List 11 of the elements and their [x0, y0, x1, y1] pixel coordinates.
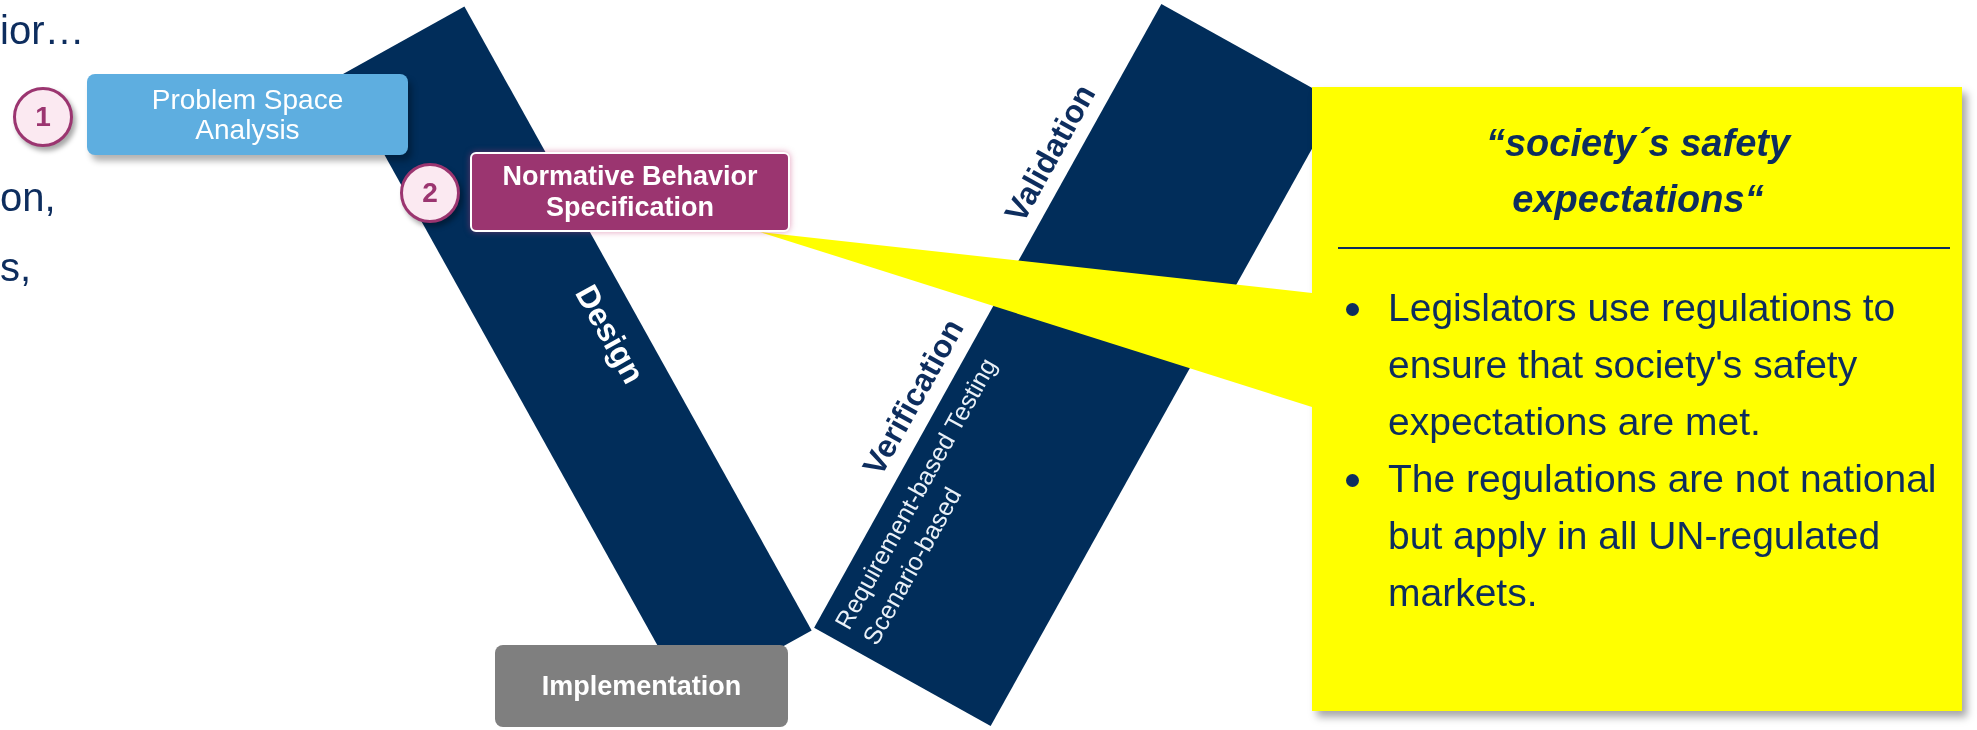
text-fragment: s,: [0, 245, 32, 290]
bullet-item: The regulations are not national but apply in all UN-regulated markets.: [1326, 449, 1950, 621]
callout-box: [1312, 87, 1962, 711]
callout-title: “society´s safety expectations“: [1484, 121, 1793, 222]
process-box: Implementation: [495, 645, 788, 727]
process-box: Problem Space Analysis: [87, 74, 408, 155]
bullet-item: Legislators use regulations to ensure that society's safety expectations are met.: [1326, 278, 1950, 450]
step-number-badge: 1: [13, 87, 73, 147]
text-fragment: ior…: [0, 8, 85, 53]
text-fragment: on,: [0, 175, 56, 220]
callout-pointer: [760, 232, 1312, 407]
